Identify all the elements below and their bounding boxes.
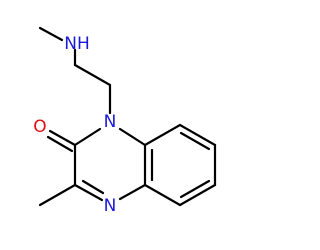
bond-c8-c7 <box>178 123 217 147</box>
atom-label-o: O <box>33 117 46 137</box>
bond-c6-c5 <box>178 183 217 207</box>
bond-c2-o-1 <box>48 129 77 147</box>
bond-c8a-c8 <box>143 123 182 147</box>
bond-c6-c5-inner <box>179 179 211 199</box>
bond-n1-c2 <box>73 127 102 147</box>
bond-c8a-n1 <box>118 127 147 147</box>
atom-label-n4: N <box>104 196 117 216</box>
bond-n4-c4a <box>118 183 147 201</box>
bonds <box>38 26 217 207</box>
bond-methyl-nh <box>38 26 64 42</box>
bond-c5-c4a <box>143 183 182 207</box>
atom-labels: NH N O N <box>33 34 116 216</box>
bond-c3-n4-1 <box>73 183 104 202</box>
structure-canvas: NH N O N <box>33 26 217 216</box>
bond-c2-o-2 <box>46 135 74 153</box>
atom-label-nh: NH <box>64 34 90 54</box>
atom-label-n1: N <box>104 112 117 132</box>
molecule-structure: NH N O N <box>33 26 217 216</box>
bond-c3-n4-2 <box>81 179 105 195</box>
bond-c3-methyl <box>38 183 77 207</box>
bond-ch2-ch2 <box>73 63 112 87</box>
bond-c8-c7-inner <box>179 131 211 151</box>
